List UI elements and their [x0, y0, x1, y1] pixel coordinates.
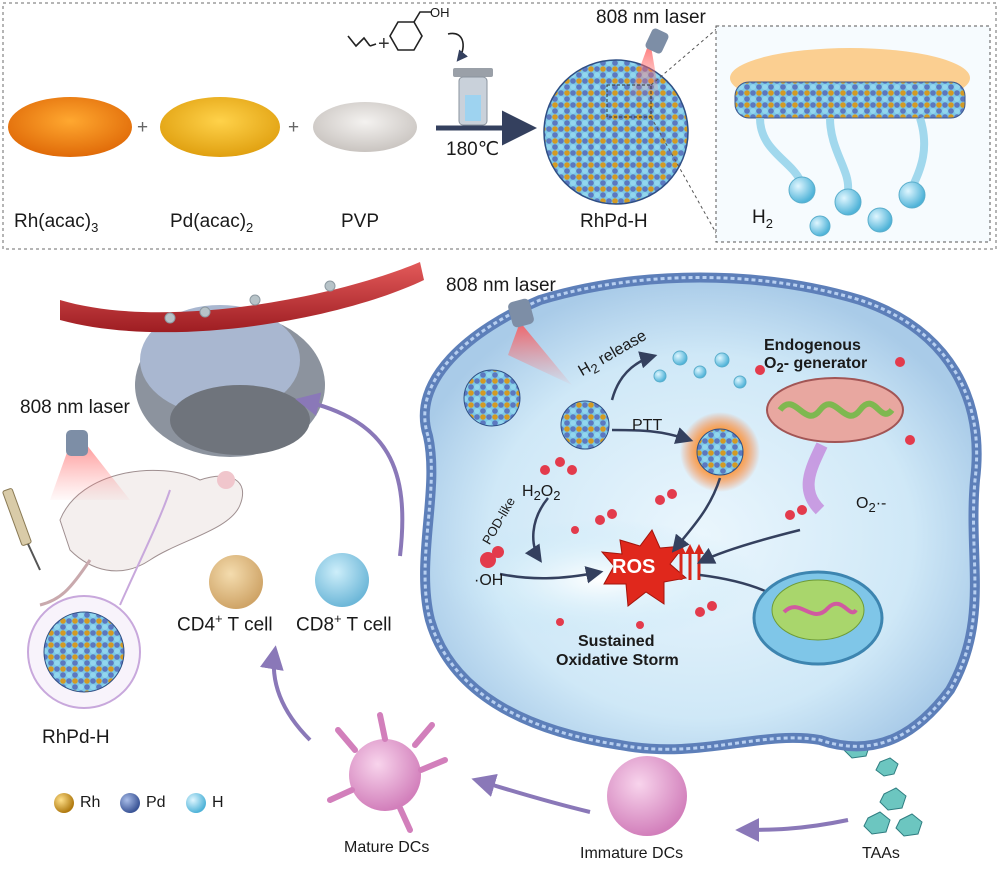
vessel-nanoparticles — [164, 280, 336, 324]
label-taas: TAAs — [862, 845, 900, 862]
label-storm-2: Oxidative Storm — [556, 652, 679, 669]
laser-beam-cell — [508, 322, 572, 385]
immature-dc-illustration — [607, 756, 687, 836]
blood-vessel — [60, 262, 424, 333]
nanoparticle-entering — [463, 369, 521, 427]
label-mature-dcs: Mature DCs — [344, 839, 430, 856]
laser-head-top — [645, 28, 669, 54]
ros-burst — [600, 529, 688, 607]
legend-pd-label: Pd — [146, 794, 166, 811]
label-pd-acac: Pd(acac)2 — [170, 211, 254, 235]
label-oh-radical: ·OH — [474, 572, 504, 589]
ros-dots — [480, 357, 915, 629]
legend-rh-label: Rh — [80, 794, 101, 811]
legend-h-swatch — [186, 793, 206, 813]
nanoparticle-intracellular — [560, 400, 610, 450]
molecule-sketch — [347, 11, 468, 62]
immune-cycle-arrows — [260, 392, 849, 842]
legend-pd-swatch — [120, 793, 140, 813]
label-pvp: PVP — [341, 211, 380, 232]
legend-rh-swatch — [54, 793, 74, 813]
cell-pathway-arrows — [499, 351, 801, 608]
pvp-powder — [313, 102, 417, 152]
label-temperature: 180℃ — [446, 139, 500, 160]
autoclave-icon — [453, 68, 493, 126]
mitochondrion — [766, 377, 904, 443]
heated-lattice-layer — [730, 48, 970, 191]
cd4-t-cell — [209, 555, 263, 609]
plus-sign-1: + — [137, 117, 149, 138]
legend-h-label: H — [212, 794, 224, 811]
label-laser-top: 808 nm laser — [596, 7, 706, 28]
label-immature-dcs: Immature DCs — [580, 845, 684, 862]
mature-dc-illustration — [327, 712, 448, 833]
h2-bubbles-cell — [653, 350, 747, 389]
cd8-t-cell — [315, 553, 369, 607]
label-ptt: PTT — [632, 417, 663, 434]
h2-bubbles-inset — [788, 176, 926, 237]
label-superoxide: O2·- — [856, 495, 887, 516]
plus-sign-2: + — [288, 117, 300, 138]
label-cd4-t-cell: CD4+ T cell — [177, 611, 273, 636]
pd-acac-powder — [160, 97, 280, 157]
label-generator-2: O2- generator — [764, 355, 868, 376]
laser-beam-top — [628, 40, 660, 100]
nanoparticle-left — [43, 611, 125, 693]
nucleus — [752, 570, 884, 666]
tumor-mass — [135, 305, 325, 457]
label-storm-1: Sustained — [578, 633, 655, 650]
label-nanoparticle-left: RhPd-H — [42, 727, 110, 748]
laser-head-mouse — [66, 430, 88, 456]
label-laser-mouse: 808 nm laser — [20, 397, 130, 418]
label-cd8-t-cell: CD8+ T cell — [296, 611, 392, 636]
label-ros: ROS — [612, 556, 656, 578]
label-laser-cell: 808 nm laser — [446, 275, 556, 296]
label-h2o2: H2O2 — [522, 483, 561, 504]
laser-beam-mouse — [50, 430, 130, 500]
nanoparticle-heated — [696, 428, 744, 476]
rh-acac-powder — [8, 97, 132, 157]
syringe-icon — [2, 488, 41, 571]
svg-text:+: + — [378, 33, 390, 55]
label-h2-inset: H2 — [752, 207, 773, 231]
superoxide-trail — [802, 442, 828, 515]
label-rh-acac: Rh(acac)3 — [14, 211, 99, 235]
label-generator-1: Endogenous — [764, 337, 861, 354]
label-product: RhPd-H — [580, 211, 648, 232]
label-oh: OH — [430, 5, 450, 20]
laser-head-cell — [508, 298, 534, 328]
